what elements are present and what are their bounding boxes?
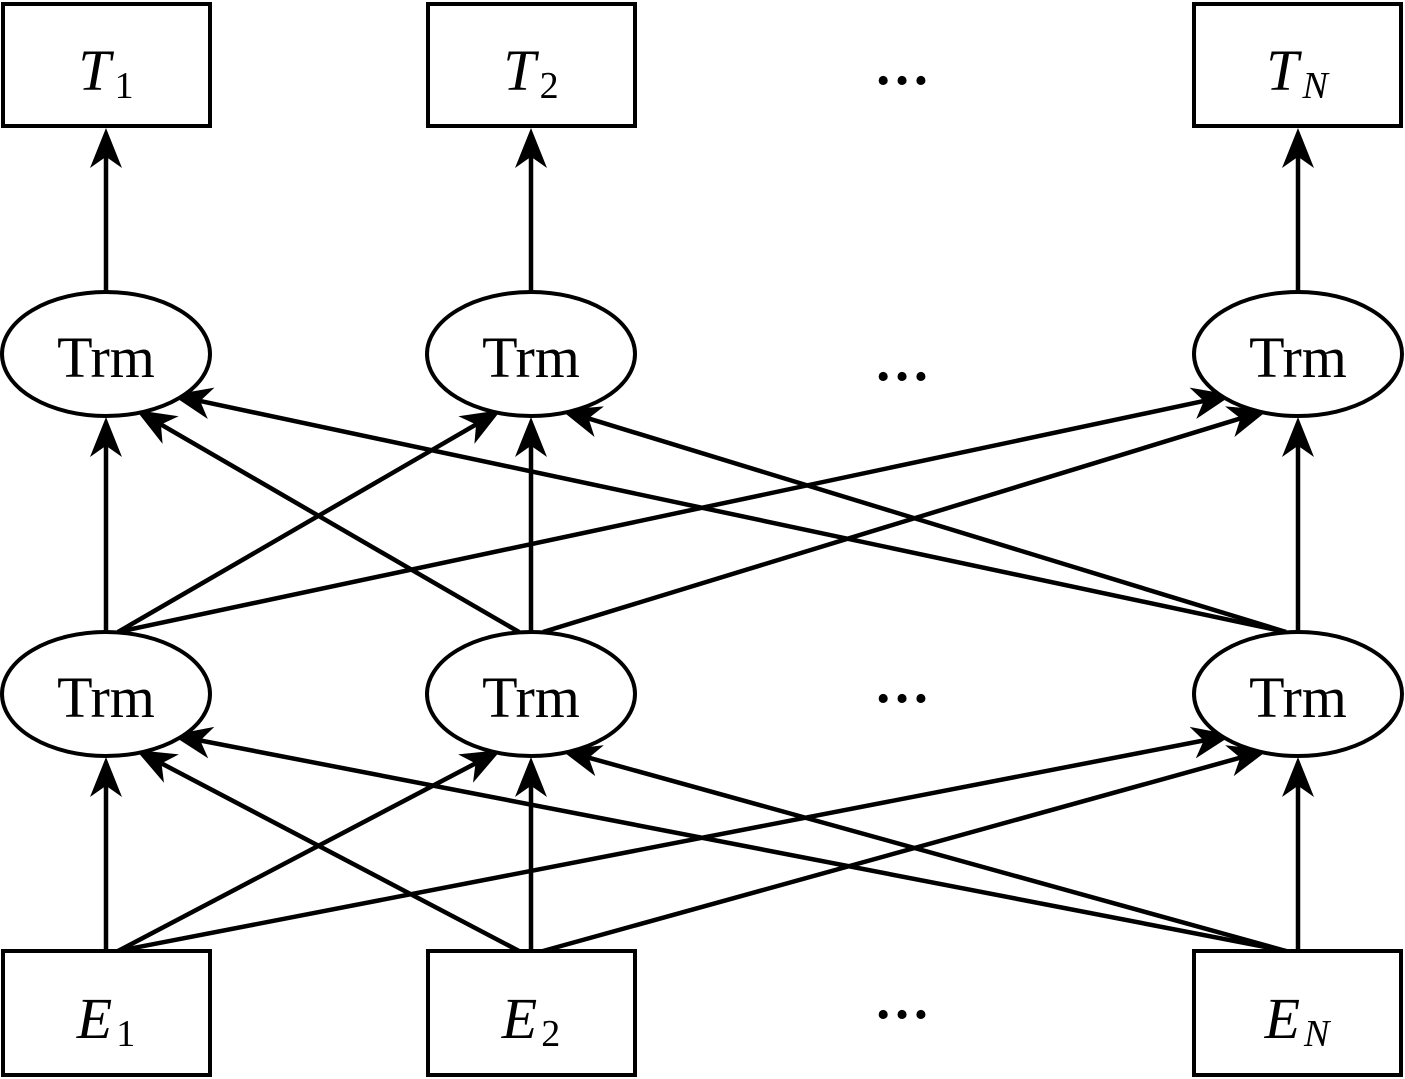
edge-input-to-lower-1-1-arrowhead — [90, 757, 122, 797]
edge-lower-to-upper-2-n-line — [542, 415, 1245, 635]
edge-lower-to-upper-n-1-line — [195, 398, 1287, 635]
edge-input-to-lower-1-2-arrowhead — [458, 750, 501, 783]
edge-lower-to-upper-2-2-arrowhead — [515, 417, 547, 457]
lower-row-ellipsis: … — [874, 653, 930, 715]
upper-row-ellipsis: … — [874, 331, 930, 393]
trm-node-lower-1: Trm — [0, 630, 212, 758]
edge-lower-to-upper-n-n-arrowhead — [1282, 417, 1314, 457]
input-box-1-label: E — [76, 986, 112, 1051]
input-box-n-subscript: N — [1303, 1013, 1332, 1055]
trm-node-lower-n-label: Trm — [1249, 665, 1347, 730]
trm-node-lower-n: Trm — [1192, 630, 1404, 758]
edge-lower-to-upper-2-1-line — [156, 420, 521, 634]
edge-input-to-lower-n-n-arrowhead — [1282, 757, 1314, 797]
output-box-1-subscript: 1 — [115, 65, 134, 107]
edge-upper-to-output-1-arrowhead — [90, 128, 122, 168]
trm-node-lower-2-label: Trm — [482, 665, 580, 730]
edge-input-to-lower-2-n-line — [542, 754, 1245, 954]
svg-text:T1: T1 — [78, 38, 133, 107]
edge-lower-to-upper-n-2-line — [584, 415, 1287, 635]
trm-node-lower-1-label: Trm — [57, 665, 155, 730]
output-box-2-subscript: 2 — [540, 65, 559, 107]
input-box-2-label: E — [501, 986, 537, 1051]
edge-lower-to-upper-2-1-arrowhead — [136, 410, 179, 444]
trm-node-upper-n-label: Trm — [1249, 325, 1347, 390]
edge-input-to-lower-2-1-line — [157, 759, 521, 953]
edge-upper-to-output-n-arrowhead — [1282, 128, 1314, 168]
output-box-1-label: T — [78, 38, 114, 103]
edge-input-to-lower-2-1-arrowhead — [136, 750, 179, 783]
svg-text:E1: E1 — [76, 986, 135, 1055]
trm-node-upper-2: Trm — [425, 290, 637, 418]
output-box-2-label: T — [503, 38, 539, 103]
trm-node-lower-2: Trm — [425, 630, 637, 758]
edge-lower-to-upper-2-n-arrowhead — [1225, 406, 1268, 438]
edge-input-to-lower-n-2-line — [584, 754, 1287, 954]
edge-input-to-lower-1-n-line — [117, 737, 1208, 954]
trm-node-upper-1-label: Trm — [57, 325, 155, 390]
svg-text:T2: T2 — [503, 38, 558, 107]
output-box-n-subscript: N — [1301, 65, 1330, 107]
edge-lower-to-upper-1-2-arrowhead — [458, 410, 501, 444]
trm-node-upper-n: Trm — [1192, 290, 1404, 418]
edge-upper-to-output-2-arrowhead — [515, 128, 547, 168]
input-box-2-subscript: 2 — [541, 1013, 560, 1055]
trm-node-upper-2-label: Trm — [482, 325, 580, 390]
edge-lower-to-upper-1-2-line — [116, 420, 481, 634]
trm-node-upper-1: Trm — [0, 290, 212, 418]
edge-lower-to-upper-1-1-arrowhead — [90, 417, 122, 457]
output-row-ellipsis: … — [874, 35, 930, 97]
edge-input-to-lower-n-1-line — [196, 737, 1287, 954]
edge-input-to-lower-1-2-line — [116, 759, 480, 953]
svg-text:EN: EN — [1264, 986, 1332, 1055]
output-box-n-label: T — [1266, 38, 1302, 103]
input-box-1-subscript: 1 — [116, 1013, 135, 1055]
input-box-n-label: E — [1264, 986, 1300, 1051]
edge-lower-to-upper-n-2-arrowhead — [561, 406, 604, 438]
input-row-ellipsis: … — [874, 969, 930, 1031]
svg-text:TN: TN — [1266, 38, 1330, 107]
svg-text:E2: E2 — [501, 986, 560, 1055]
edge-input-to-lower-2-2-arrowhead — [515, 757, 547, 797]
connection-edges — [90, 128, 1314, 954]
edge-lower-to-upper-1-n-line — [117, 398, 1209, 635]
